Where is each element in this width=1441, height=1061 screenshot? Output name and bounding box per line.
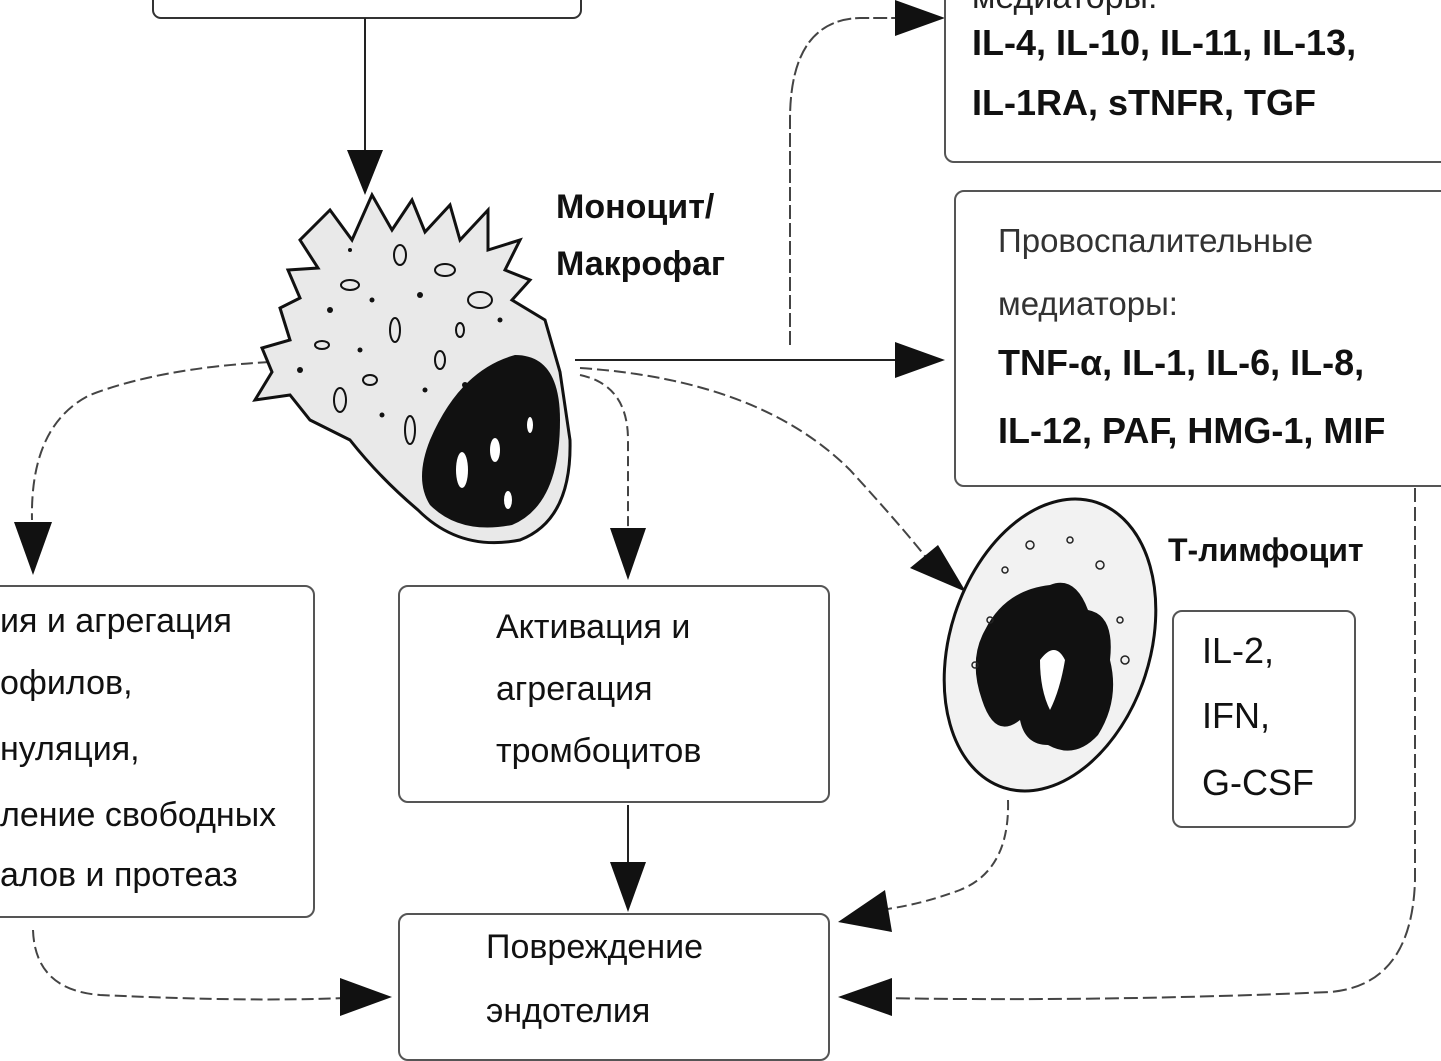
t-lymphocyte-illustration xyxy=(909,471,1192,818)
arrow-to-neutrophil-box xyxy=(32,362,270,520)
arrowhead-t-lymphocyte-to-endothelium xyxy=(838,890,892,932)
t-lymphocyte-label: Т-лимфоцит xyxy=(1168,532,1364,569)
pro-inflammatory-mediators-line2: IL-12, PAF, HMG-1, MIF xyxy=(998,410,1385,452)
arrow-t-lymphocyte-to-endothelium xyxy=(880,800,1008,910)
pro-inflammatory-label-line1: Провоспалительные xyxy=(998,222,1313,260)
top-partial-box xyxy=(153,0,581,18)
arrowhead-anti-inflammatory xyxy=(895,0,945,36)
arrowhead-neutrophil-to-endothelium xyxy=(340,978,392,1016)
monocyte-label-line2: Макрофаг xyxy=(556,245,725,284)
arrowhead-top-to-monocyte xyxy=(347,150,383,195)
pro-inflammatory-mediators-line1: TNF-α, IL-1, IL-6, IL-8, xyxy=(998,342,1364,384)
neutrophil-activation-line3: нуляция, xyxy=(0,730,140,769)
endothelial-damage-line1: Повреждение xyxy=(486,928,703,967)
arrow-neutrophil-to-endothelium xyxy=(33,930,345,999)
arrowhead-right-to-endothelium xyxy=(838,978,892,1016)
arrowhead-platelet-box xyxy=(610,528,646,580)
anti-inflammatory-label: медиаторы: xyxy=(972,0,1157,17)
pro-inflammatory-label-line2: медиаторы: xyxy=(998,285,1178,323)
arrowhead-neutrophil-box xyxy=(14,522,52,575)
anti-inflammatory-mediators-line2: IL-1RA, sTNFR, TGF xyxy=(972,82,1316,124)
neutrophil-activation-line4: ление свободных xyxy=(0,796,276,835)
arrowhead-pro-inflammatory xyxy=(895,342,945,378)
t-cell-cytokine-gcsf: G-CSF xyxy=(1202,762,1314,804)
arrowhead-t-lymphocyte xyxy=(910,545,966,592)
t-cell-cytokine-il2: IL-2, xyxy=(1202,630,1274,672)
arrowhead-platelet-to-endothelium xyxy=(610,862,646,912)
arrow-to-platelet-box xyxy=(580,375,628,528)
platelet-activation-line2: агрегация xyxy=(496,670,653,709)
neutrophil-activation-line1: ия и агрегация xyxy=(0,602,232,641)
endothelial-damage-line2: эндотелия xyxy=(486,992,650,1031)
anti-inflammatory-mediators-line1: IL-4, IL-10, IL-11, IL-13, xyxy=(972,22,1356,64)
t-cell-cytokine-ifn: IFN, xyxy=(1202,695,1270,737)
neutrophil-activation-line5: алов и протеаз xyxy=(0,856,238,895)
platelet-activation-line1: Активация и xyxy=(496,608,690,647)
platelet-activation-line3: тромбоцитов xyxy=(496,732,701,771)
neutrophil-activation-line2: офилов, xyxy=(0,664,133,703)
arrow-to-anti-inflammatory xyxy=(790,18,910,345)
monocyte-label-line1: Моноцит/ xyxy=(556,188,714,227)
monocyte-macrophage-illustration xyxy=(255,195,570,543)
